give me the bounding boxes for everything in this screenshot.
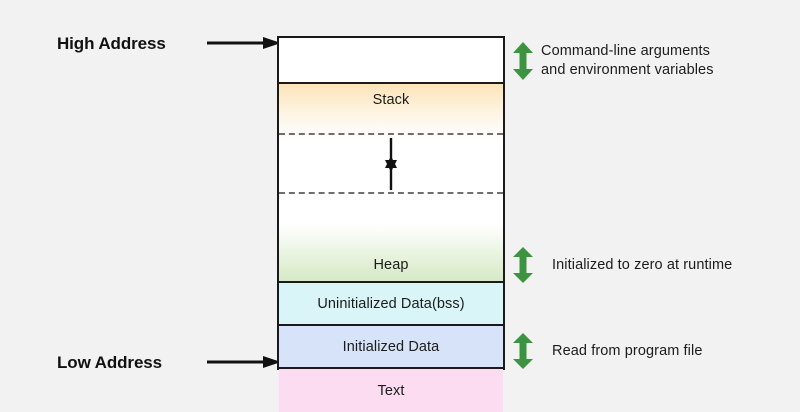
segment-heap: Heap [279, 224, 503, 283]
high-address-label: High Address [57, 34, 166, 53]
segment-uninitialized-data-bss: Uninitialized Data(bss) [279, 283, 503, 326]
stack-boundary-dashed-line [279, 133, 503, 135]
heap-boundary-dashed-line [279, 192, 503, 194]
annotation-text-read-from-program-file: Read from program file [552, 343, 703, 359]
low-address-arrow-right-icon [207, 356, 281, 368]
annotation-text-command-line-arguments: Command-line arguments and environment v… [541, 43, 714, 78]
segment-initialized-data: Initialized Data [279, 326, 503, 369]
segment-command-line-arguments [279, 38, 503, 84]
annotation-arrow-up-down-icon-text [513, 333, 533, 369]
heap-grow-arrow-up-icon [385, 156, 397, 190]
annotation-arrow-up-down-icon-bss [513, 247, 533, 283]
memory-segments-box: Stack Heap Uninitialized Data(bss) Initi… [277, 36, 505, 412]
segment-stack: Stack [279, 84, 503, 144]
memory-layout-diagram: High Address Low Address Stack Heap Unin… [57, 34, 733, 412]
segment-text: Text [279, 369, 503, 412]
high-address-arrow-right-icon [207, 37, 281, 49]
annotation-arrow-up-down-icon-args [513, 42, 533, 80]
low-address-label: Low Address [57, 353, 163, 372]
annotation-text-initialized-to-zero: Initialized to zero at runtime [552, 257, 733, 273]
